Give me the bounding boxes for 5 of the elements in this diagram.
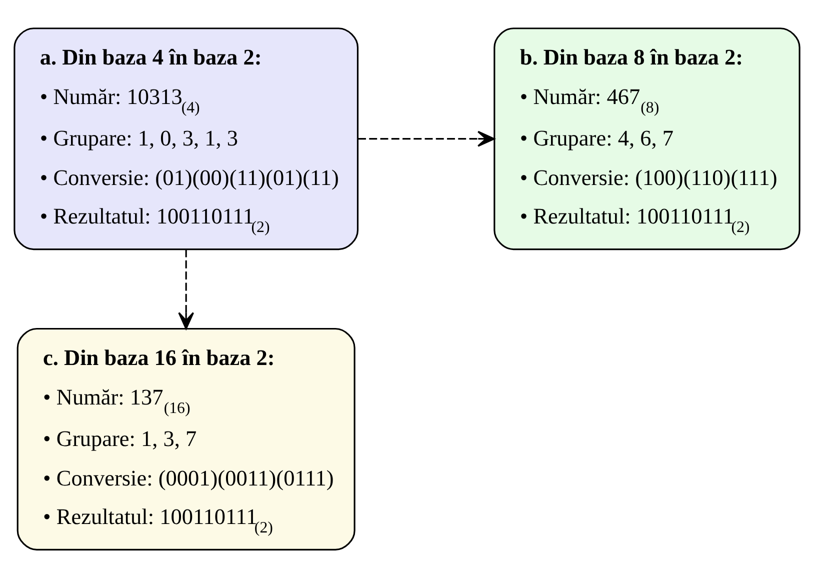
node-box: c. Din baza 16 în baza 2: • Număr: 137$_{(16)}$ • Grupare: 1, 3, 7 • Conversie: (0001)(0011)(0111) • Rezultatul: 100110111$_{(2)}$ bbox=[16, 328, 356, 550]
node-box: a. Din baza 4 în baza 2: • Număr: 10313$_{(4)}$ • Grupare: 1, 0, 3, 1, 3 • Conversie: (01)(00)(11)(01)(11) • Rezultatul: 100110111$_{(2)}$ bbox=[14, 28, 359, 250]
node-box: b. Din baza 8 în baza 2: • Număr: 467$_{(8)}$ • Grupare: 4, 6, 7 • Conversie: (100)(110)(111) • Rezultatul: 100110111$_{(2)}$ bbox=[494, 28, 800, 250]
arrow bbox=[178, 249, 194, 330]
arrow bbox=[358, 130, 495, 147]
